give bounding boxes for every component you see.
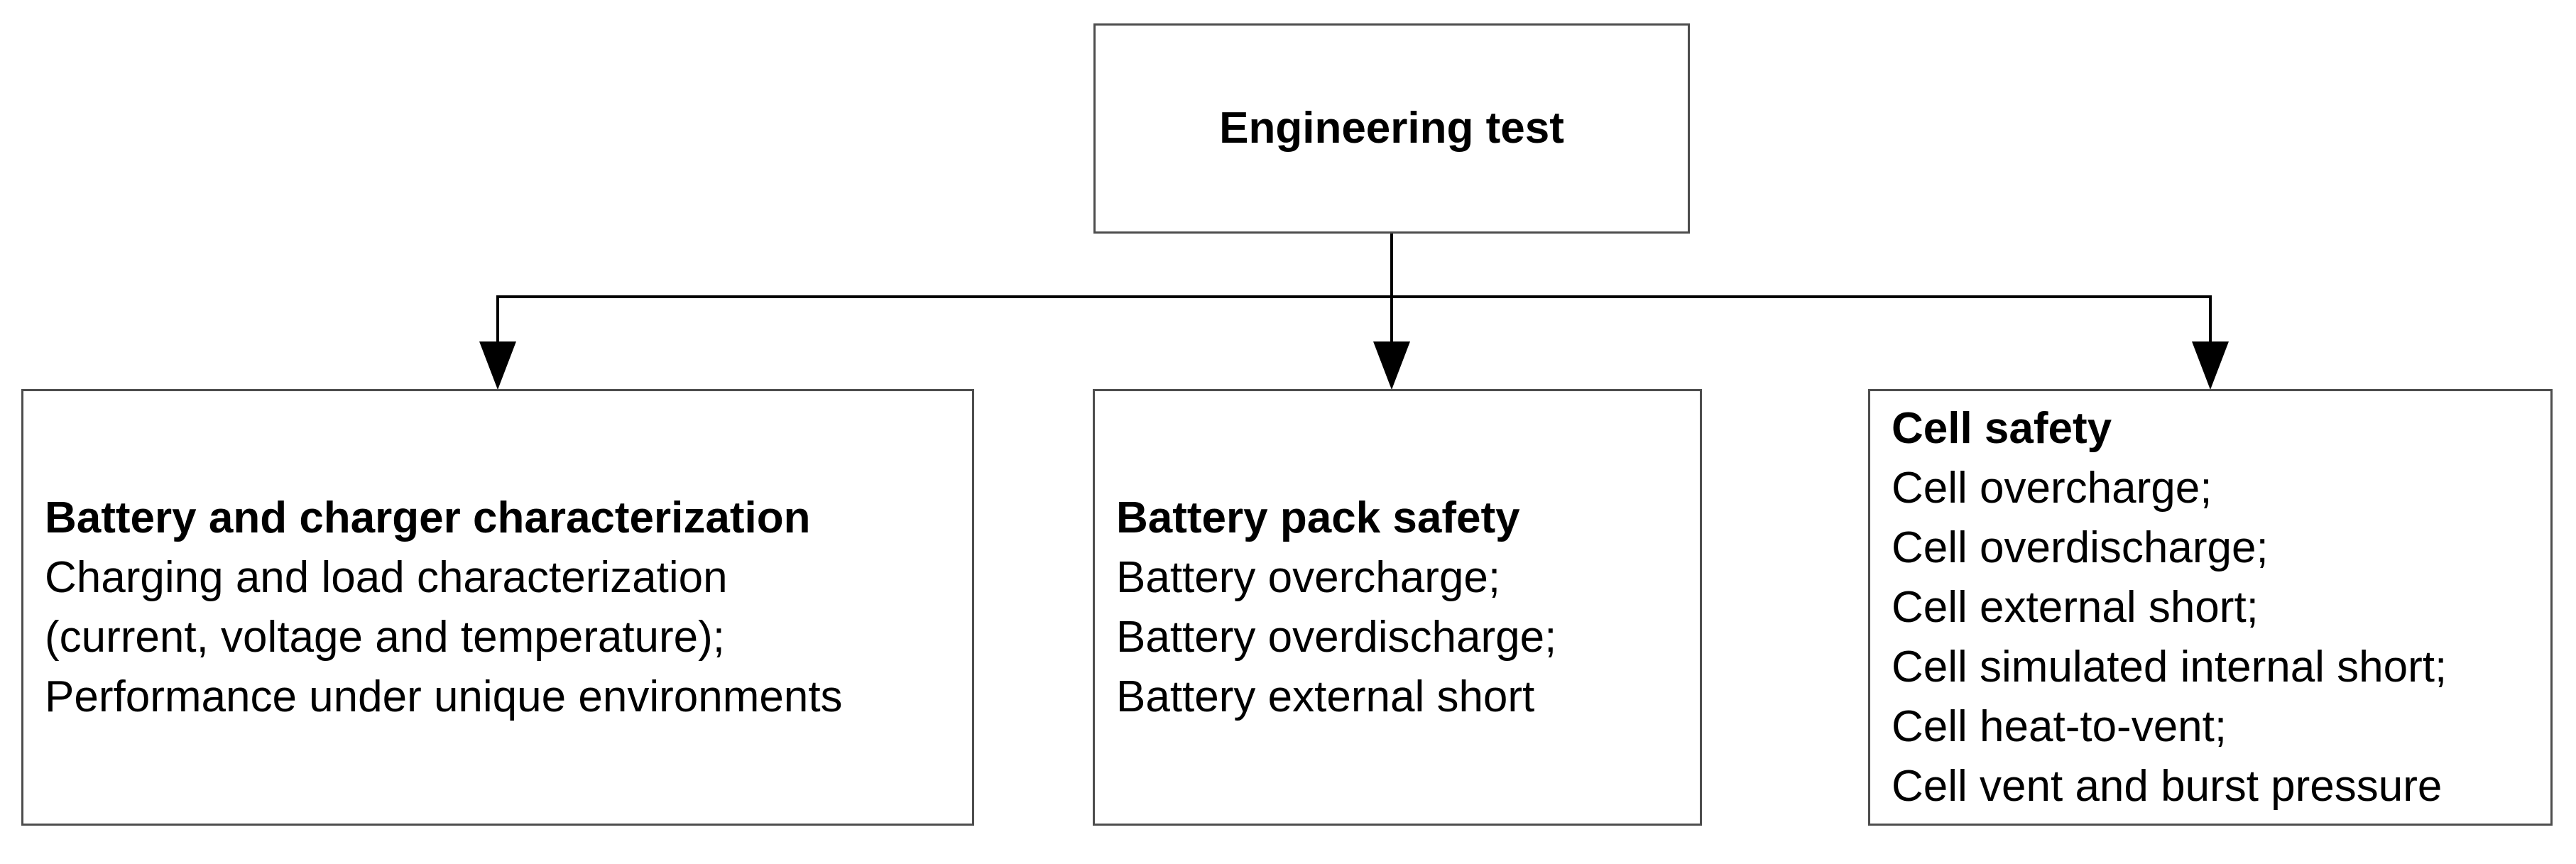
connector-drop-left-line xyxy=(496,297,499,344)
node-engineering-test: Engineering test xyxy=(1093,23,1690,234)
connector-drop-middle-line xyxy=(1390,297,1393,344)
node-item: Cell vent and burst pressure xyxy=(1892,761,2443,811)
node-item: Battery external short xyxy=(1116,672,1535,721)
node-item: Charging and load characterization xyxy=(45,552,728,602)
arrowhead-down-right-icon xyxy=(2192,341,2229,390)
connector-trunk-line xyxy=(1390,234,1393,298)
node-item: Battery overdischarge; xyxy=(1116,612,1557,662)
node-cell-safety: Cell safety Cell overcharge; Cell overdi… xyxy=(1868,389,2553,826)
node-title: Cell safety xyxy=(1892,403,2112,453)
arrowhead-down-left-icon xyxy=(479,341,516,390)
node-item: Cell heat-to-vent; xyxy=(1892,701,2227,751)
node-item: Performance under unique environments xyxy=(45,672,843,721)
node-title: Battery and charger characterization xyxy=(45,493,811,542)
connector-drop-right-line xyxy=(2209,297,2212,344)
node-title: Battery pack safety xyxy=(1116,493,1520,542)
connector-horizontal-line xyxy=(496,295,2212,298)
node-item: Cell external short; xyxy=(1892,582,2259,632)
arrowhead-down-middle-icon xyxy=(1373,341,1410,390)
root-node-title: Engineering test xyxy=(1219,104,1564,153)
node-item: Cell overcharge; xyxy=(1892,463,2212,513)
node-item: Cell overdischarge; xyxy=(1892,523,2269,572)
node-item: (current, voltage and temperature); xyxy=(45,612,726,662)
node-battery-pack-safety: Battery pack safety Battery overcharge; … xyxy=(1093,389,1702,826)
node-battery-and-charger-characterization: Battery and charger characterization Cha… xyxy=(21,389,974,826)
node-item: Battery overcharge; xyxy=(1116,552,1501,602)
node-item: Cell simulated internal short; xyxy=(1892,642,2447,691)
